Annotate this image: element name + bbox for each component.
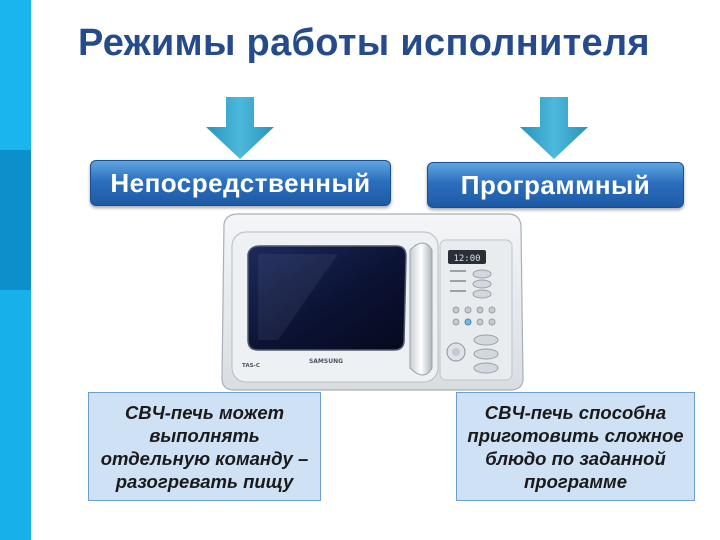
svg-text:SAMSUNG: SAMSUNG [309, 358, 343, 365]
microwave-oven-image: SAMSUNG TAS-C 12:00 [221, 213, 524, 391]
mode-direct-description: СВЧ-печь может выполнять отдельную коман… [88, 392, 321, 501]
sidebar-block-top [0, 0, 31, 150]
sidebar-accent [0, 0, 31, 540]
down-arrow-icon [520, 97, 588, 159]
down-arrow-icon [206, 97, 274, 159]
sidebar-block-bottom [0, 290, 31, 540]
slide-title: Режимы работы исполнителя [78, 22, 650, 64]
mode-program-description: СВЧ-печь способна приготовить сложное бл… [456, 392, 695, 501]
mode-program-button[interactable]: Программный [427, 162, 684, 208]
svg-text:TAS-C: TAS-C [242, 363, 260, 369]
mode-direct-button[interactable]: Непосредственный [90, 160, 391, 206]
svg-text:12:00: 12:00 [453, 254, 480, 264]
sidebar-block-middle [0, 150, 31, 290]
